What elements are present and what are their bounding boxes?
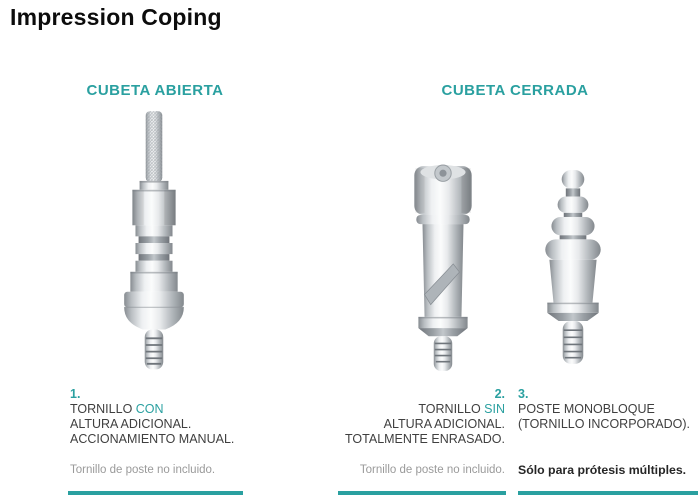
- monoblock-post-image: [545, 170, 601, 364]
- caption-line: TORNILLO CON: [70, 402, 255, 417]
- caption-line: ACCIONAMIENTO MANUAL.: [70, 432, 235, 446]
- caption-text: TORNILLO: [70, 402, 136, 416]
- page-title: Impression Coping: [10, 4, 222, 30]
- caption-monoblock-post: 3. POSTE MONOBLOQUE (TORNILLO INCORPORAD…: [518, 387, 700, 487]
- caption-line: ALTURA ADICIONAL.: [70, 417, 192, 431]
- item-number: 2.: [494, 387, 505, 401]
- column-header-closed-tray: CUBETA CERRADA: [441, 82, 589, 99]
- caption-line: ALTURA ADICIONAL.: [383, 417, 505, 431]
- caption-line: TOTALMENTE ENRASADO.: [345, 432, 505, 446]
- caption-highlight: CON: [135, 402, 164, 416]
- accent-divider: [68, 491, 243, 495]
- closed-tray-coping-image: [414, 164, 472, 371]
- caption-text: TORNILLO: [418, 402, 485, 416]
- caption-line: POSTE MONOBLOQUE: [518, 402, 655, 416]
- accent-divider: [518, 491, 698, 495]
- column-header-open-tray: CUBETA ABIERTA: [86, 82, 224, 99]
- item-number: 3.: [518, 387, 529, 401]
- caption-highlight: SIN: [484, 402, 505, 416]
- item-number: 1.: [70, 387, 81, 401]
- accent-divider: [338, 491, 506, 495]
- caption-line: (TORNILLO INCORPORADO).: [518, 417, 691, 431]
- caption-closed-tray-coping: 2. TORNILLO SIN ALTURA ADICIONAL. TOTALM…: [300, 387, 505, 487]
- caption-note: Sólo para prótesis múltiples.: [518, 463, 687, 477]
- caption-open-tray-coping: 1. TORNILLO CON ALTURA ADICIONAL. ACCION…: [70, 387, 255, 487]
- caption-line: TORNILLO SIN: [300, 402, 505, 417]
- caption-note: Tornillo de poste no incluido.: [70, 464, 216, 476]
- caption-note: Tornillo de poste no incluido.: [359, 464, 505, 476]
- open-tray-coping-image: [124, 111, 184, 370]
